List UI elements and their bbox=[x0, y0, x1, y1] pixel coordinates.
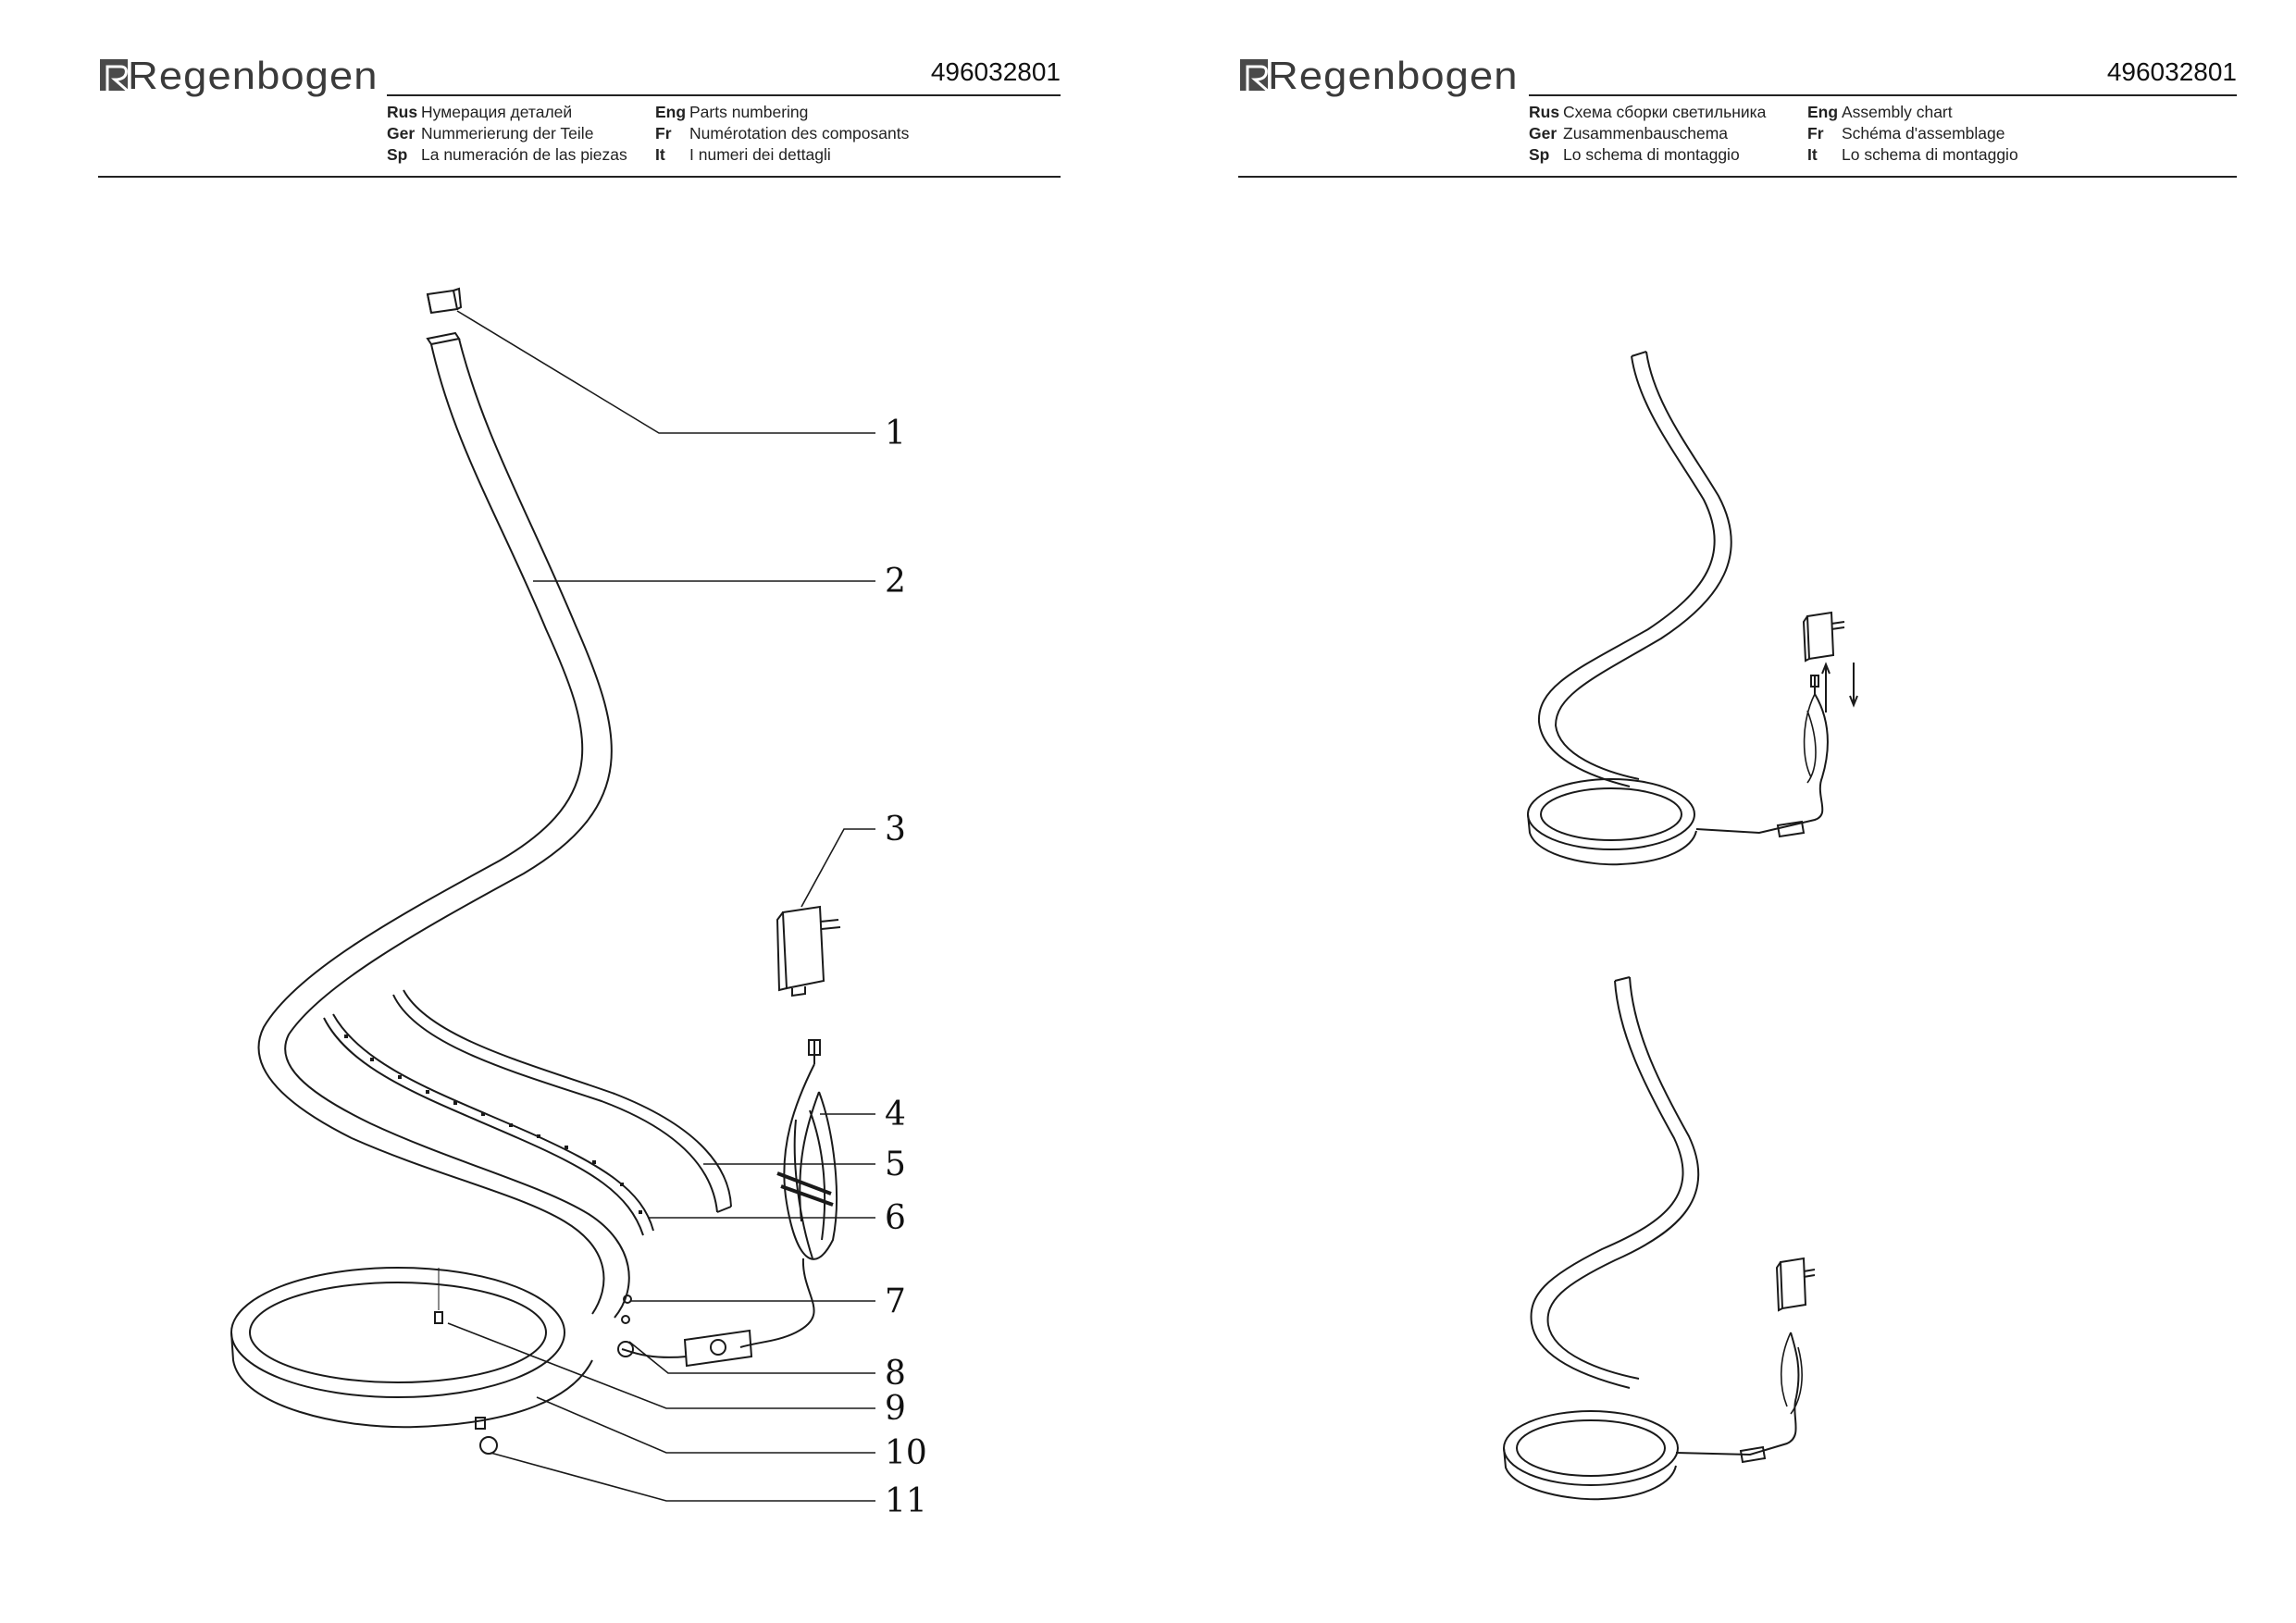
lang-code: Fr bbox=[655, 124, 672, 142]
part-number-1: 1 bbox=[885, 415, 906, 452]
lang-title: Lo schema di montaggio bbox=[1563, 145, 1740, 164]
assembly-step-1 bbox=[1527, 351, 1858, 866]
lang-title: Numérotation des composants bbox=[689, 124, 910, 142]
document-number: 496032801 bbox=[2106, 57, 2237, 86]
lang-title: I numeri dei dettagli bbox=[689, 145, 831, 164]
inline-switch-icon bbox=[1739, 1445, 1767, 1464]
header-rule-top bbox=[387, 94, 1061, 96]
power-adapter-icon bbox=[1802, 611, 1845, 663]
diffuser-strip-part bbox=[392, 989, 732, 1213]
logo-icon bbox=[1240, 59, 1271, 94]
parts-diagram: 1 2 3 4 5 6 7 8 9 10 11 bbox=[230, 287, 927, 1520]
part-number-11: 11 bbox=[885, 1482, 927, 1520]
part-number-5: 5 bbox=[885, 1146, 906, 1183]
part-number-6: 6 bbox=[885, 1199, 906, 1237]
lang-code: Rus bbox=[387, 103, 418, 121]
lang-title: Схема сборки светильника bbox=[1563, 103, 1767, 121]
power-adapter-icon bbox=[1775, 1257, 1816, 1312]
logo-icon bbox=[100, 59, 130, 94]
lang-code: It bbox=[655, 145, 665, 164]
led-strip-part bbox=[323, 1013, 654, 1236]
grub-screw-part bbox=[434, 1311, 443, 1324]
brand-name: Regenbogen bbox=[1268, 54, 1519, 97]
part-number-8: 8 bbox=[885, 1355, 906, 1393]
lang-title: Нумерация деталей bbox=[421, 103, 573, 121]
part-number-labels: 1 2 3 4 5 6 7 8 9 10 11 bbox=[885, 415, 927, 1520]
part-number-7: 7 bbox=[885, 1282, 906, 1320]
foot-pad-part bbox=[479, 1436, 498, 1455]
lang-title: Assembly chart bbox=[1842, 103, 1953, 121]
header-rule-top bbox=[1529, 94, 2237, 96]
cable-coil-part bbox=[739, 1039, 838, 1348]
lang-title: Zusammenbauschema bbox=[1563, 124, 1728, 142]
assembly-diagram bbox=[1503, 351, 1858, 1501]
lang-code: Sp bbox=[1529, 145, 1550, 164]
assembly-step-2 bbox=[1503, 976, 1816, 1501]
part-number-10: 10 bbox=[885, 1434, 927, 1472]
lang-title: Lo schema di montaggio bbox=[1842, 145, 2018, 164]
brand-logo: Regenbogen bbox=[1238, 54, 1518, 105]
spiral-body-part bbox=[230, 331, 630, 1429]
lang-code: Ger bbox=[1529, 124, 1558, 142]
part-number-9: 9 bbox=[885, 1390, 906, 1428]
header-rule-bottom bbox=[98, 176, 1061, 178]
arrow-down-icon bbox=[1849, 663, 1858, 708]
screw-part bbox=[621, 1315, 630, 1324]
lang-title: La numeración de las piezas bbox=[421, 145, 627, 164]
lang-title: Nummerierung der Teile bbox=[421, 124, 594, 142]
leader-lines bbox=[447, 310, 875, 1502]
lang-code: Eng bbox=[655, 103, 687, 121]
power-adapter-icon bbox=[776, 905, 841, 997]
arrow-up-icon bbox=[1821, 662, 1831, 712]
lang-title: Schéma d'assemblage bbox=[1842, 124, 2005, 142]
part-number-2: 2 bbox=[885, 563, 906, 601]
lang-code: It bbox=[1807, 145, 1818, 164]
part-number-3: 3 bbox=[885, 811, 906, 849]
lang-code: Ger bbox=[387, 124, 416, 142]
inline-switch-icon bbox=[1776, 820, 1806, 838]
foot-screw-part bbox=[475, 1417, 486, 1430]
lang-code: Fr bbox=[1807, 124, 1824, 142]
lang-code: Sp bbox=[387, 145, 408, 164]
header-rule-bottom bbox=[1238, 176, 2237, 178]
inline-switch-icon bbox=[617, 1329, 753, 1368]
part-number-4: 4 bbox=[885, 1096, 906, 1134]
end-cap-part bbox=[426, 287, 463, 315]
document-number: 496032801 bbox=[930, 57, 1061, 86]
lang-code: Rus bbox=[1529, 103, 1560, 121]
brand-logo: Regenbogen bbox=[98, 54, 378, 105]
screw-part bbox=[623, 1295, 632, 1304]
lang-title: Parts numbering bbox=[689, 103, 809, 121]
brand-name: Regenbogen bbox=[128, 54, 379, 97]
lang-code: Eng bbox=[1807, 103, 1839, 121]
